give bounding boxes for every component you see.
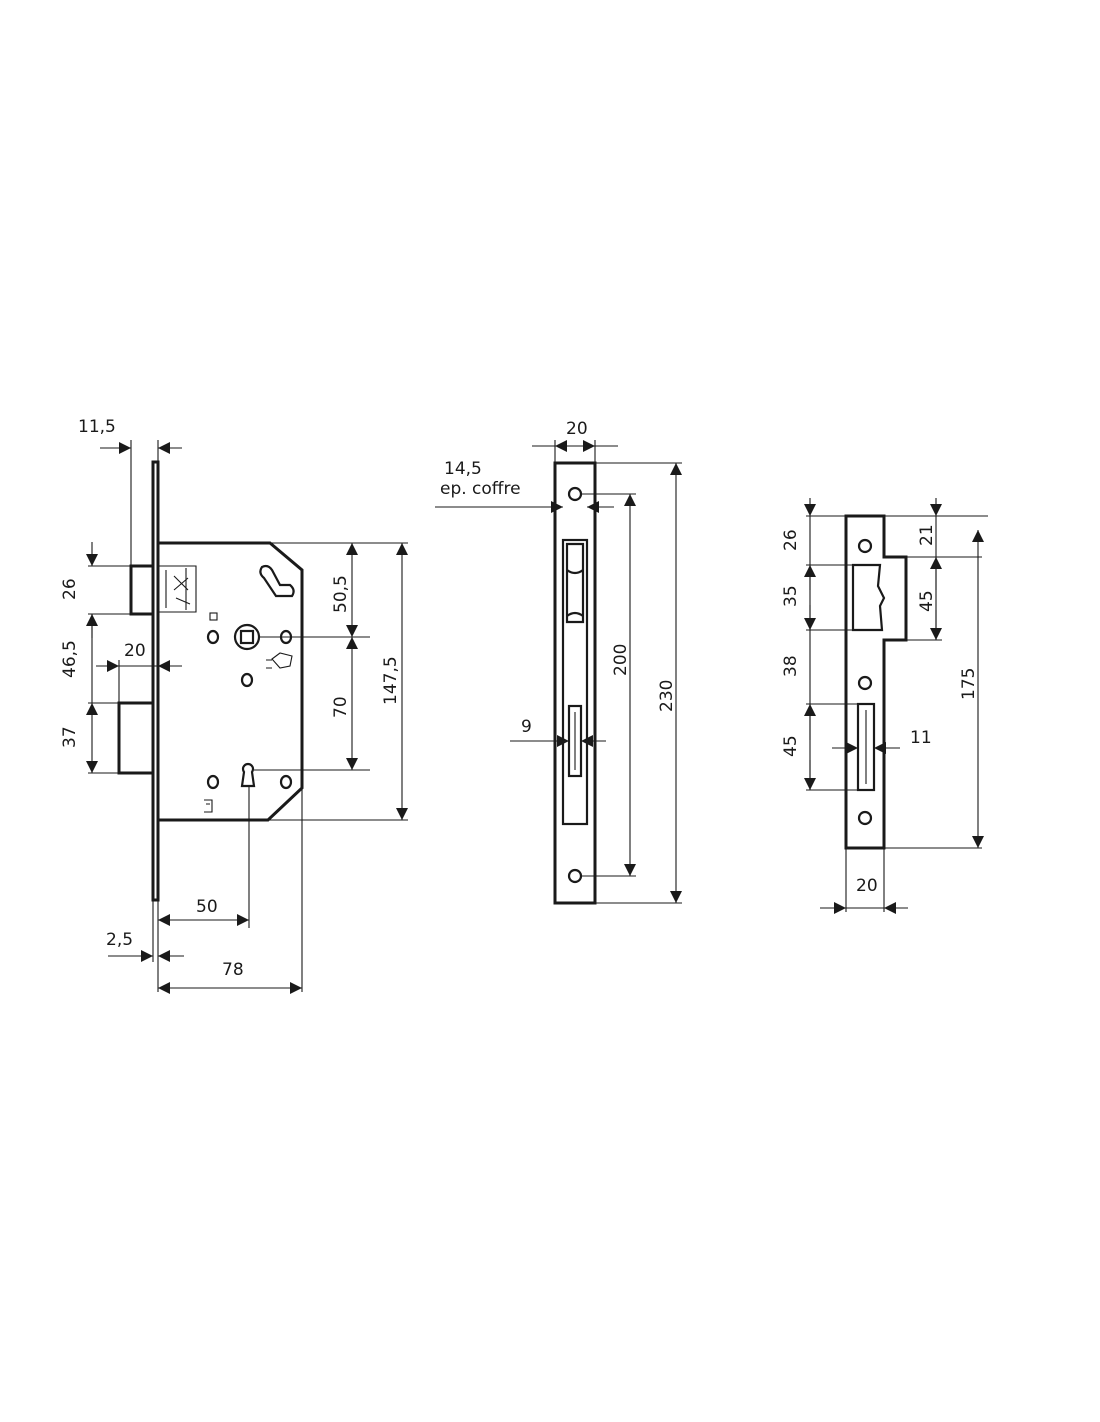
label-case-depth: 78 <box>222 960 244 980</box>
label-forend-height: 230 <box>657 680 677 712</box>
strike-screw-2 <box>857 675 873 691</box>
spring-mark <box>204 799 213 813</box>
lock-forend <box>151 460 160 902</box>
forend-screw-bottom <box>567 868 583 884</box>
forend-latch-opening <box>565 542 585 624</box>
keyhole <box>240 762 256 788</box>
lock-case <box>158 541 304 822</box>
label-forend-offset: 11,5 <box>78 417 116 437</box>
forend-view: 20 14,5 ep. coffre 200 230 9 <box>435 419 682 905</box>
label-latch-to-bolt: 46,5 <box>60 640 80 678</box>
latch-bolt <box>129 564 155 616</box>
dead-bolt <box>117 701 155 775</box>
strike-latch-opening <box>851 563 886 632</box>
forend-case-inner <box>561 538 589 826</box>
label-handle-to-key: 70 <box>331 696 351 718</box>
label-case-thickness-note: ep. coffre <box>440 479 521 499</box>
strike-screw-3 <box>857 810 873 826</box>
label-bolt-width: 9 <box>521 717 532 737</box>
label-screw-distance: 200 <box>611 644 631 676</box>
lock-body-view: 11,5 26 46,5 20 37 50,5 70 <box>60 417 408 994</box>
label-handle-offset: 50,5 <box>331 575 351 613</box>
label-strike-bolt-opening: 45 <box>781 735 801 757</box>
label-strike-lip-height: 45 <box>917 590 937 612</box>
screw-hole-3 <box>240 672 254 688</box>
lock-slot <box>259 564 295 598</box>
label-bolt-height: 37 <box>60 726 80 748</box>
latch-mechanism <box>158 565 197 613</box>
label-latch-height: 26 <box>60 578 80 600</box>
label-strike-latch-opening: 35 <box>781 585 801 607</box>
label-bolt-projection: 20 <box>124 641 146 661</box>
label-strike-plate-height: 175 <box>959 668 979 700</box>
label-strike-top-to-latch: 26 <box>781 529 801 551</box>
follower-square <box>239 629 255 645</box>
lever-mark <box>266 652 293 669</box>
label-strike-opening-gap: 38 <box>781 655 801 677</box>
small-square-mark <box>209 612 218 621</box>
follower-outer <box>233 623 261 651</box>
forend-screw-top <box>567 486 583 502</box>
screw-hole-5 <box>279 774 293 790</box>
strike-screw-1 <box>857 538 873 554</box>
screw-hole-4 <box>206 774 220 790</box>
label-case-height: 147,5 <box>381 656 401 705</box>
strike-plate-view: 26 35 38 45 21 45 11 175 20 <box>781 498 988 914</box>
label-forend-thickness: 2,5 <box>106 930 133 950</box>
screw-hole-1 <box>206 629 220 645</box>
label-backset: 50 <box>196 897 218 917</box>
label-strike-plate-width: 20 <box>856 876 878 896</box>
label-case-thickness: 14,5 <box>444 459 482 479</box>
label-strike-top-offset: 21 <box>917 524 937 546</box>
label-forend-width: 20 <box>566 419 588 439</box>
forend-plate <box>553 461 597 905</box>
label-strike-bolt-width: 11 <box>910 728 932 748</box>
